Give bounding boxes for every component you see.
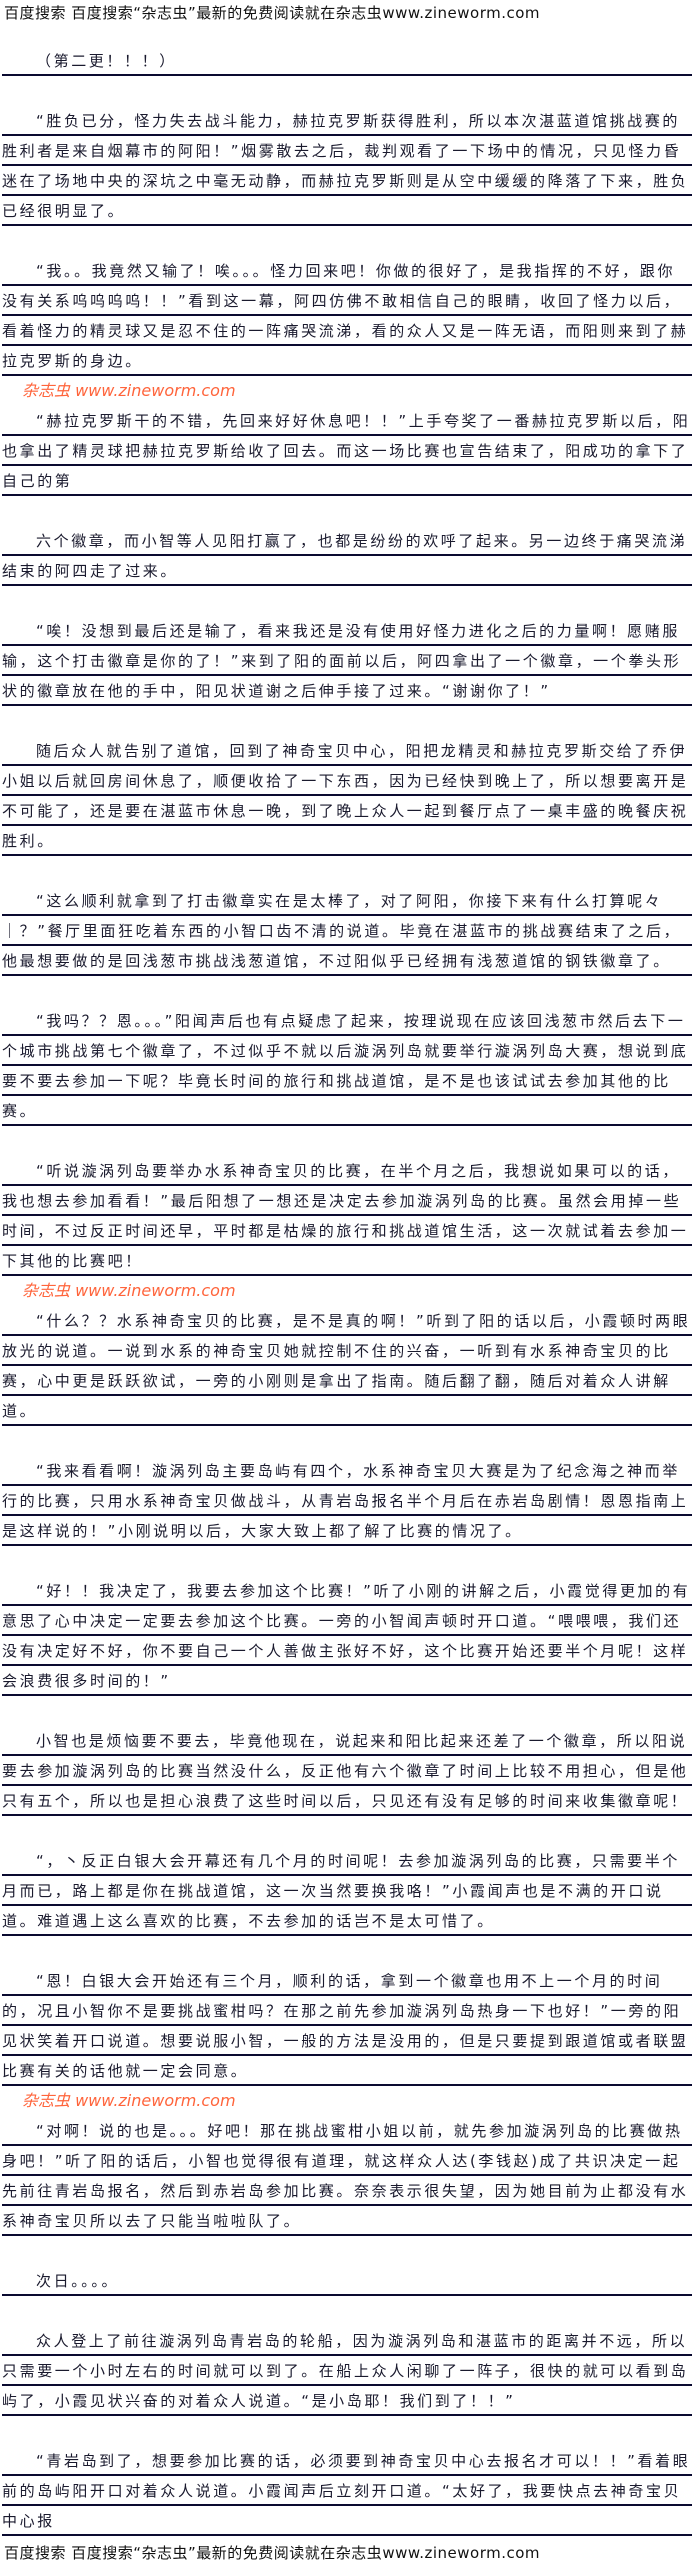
paragraph: 众人登上了前往漩涡列岛青岩岛的轮船，因为漩涡列岛和湛蓝市的距离并不远，所以只需要… <box>2 2326 692 2416</box>
watermark: 杂志虫 www.zineworm.com <box>22 2091 236 2110</box>
chapter-note: （第二更！！！） <box>2 46 692 76</box>
paragraph: “好！！我决定了，我要去参加这个比赛！”听了小刚的讲解之后，小霞觉得更加的有意思… <box>2 1576 692 1696</box>
paragraph: “青岩岛到了，想要参加比赛的话，必须要到神奇宝贝中心去报名才可以！！”看着眼前的… <box>2 2446 692 2536</box>
paragraph: “胜负已分，怪力失去战斗能力，赫拉克罗斯获得胜利，所以本次湛蓝道馆挑战赛的胜利者… <box>2 106 692 226</box>
paragraph: “听说漩涡列岛要举办水系神奇宝贝的比赛，在半个月之后，我想说如果可以的话，我也想… <box>2 1156 692 1276</box>
paragraph: “恩！白银大会开始还有三个月，顺利的话，拿到一个徽章也用不上一个月的时间的，况且… <box>2 1966 692 2086</box>
paragraph: 随后众人就告别了道馆，回到了神奇宝贝中心，阳把龙精灵和赫拉克罗斯交给了乔伊小姐以… <box>2 736 692 856</box>
header-banner: 百度搜索 百度搜索“杂志虫”最新的免费阅读就在杂志虫www.zineworm.c… <box>4 4 541 22</box>
watermark: 杂志虫 www.zineworm.com <box>22 381 236 400</box>
paragraph: “唉！没想到最后还是输了，看来我还是没有使用好怪力进化之后的力量啊！愿赌服输，这… <box>2 616 692 706</box>
paragraph: “我吗？？恩。。。”阳闻声后也有点疑虑了起来，按理说现在应该回浅葱市然后去下一个… <box>2 1006 692 1126</box>
paragraph: “对啊！说的也是。。。好吧！那在挑战蜜柑小姐以前，就先参加漩涡列岛的比赛做热身吧… <box>2 2116 692 2236</box>
paragraph: “什么？？水系神奇宝贝的比赛，是不是真的啊！”听到了阳的话以后，小霞顿时两眼放光… <box>2 1306 692 1426</box>
paragraph: “赫拉克罗斯干的不错，先回来好好休息吧！！”上手夸奖了一番赫拉克罗斯以后，阳也拿… <box>2 406 692 496</box>
paragraph: 六个徽章，而小智等人见阳打赢了，也都是纷纷的欢呼了起来。另一边终于痛哭流涕结束的… <box>2 526 692 586</box>
watermark: 杂志虫 www.zineworm.com <box>22 1281 236 1300</box>
paragraph: 次日。。。。 <box>2 2266 692 2296</box>
paragraph: “这么顺利就拿到了打击徽章实在是太棒了，对了阿阳，你接下来有什么打算呢々｜？”餐… <box>2 886 692 976</box>
paragraph: 小智也是烦恼要不要去，毕竟他现在，说起来和阳比起来还差了一个徽章，所以阳说要去参… <box>2 1726 692 1816</box>
article-body: （第二更！！！） “胜负已分，怪力失去战斗能力，赫拉克罗斯获得胜利，所以本次湛蓝… <box>2 46 692 2536</box>
paragraph: “我来看看啊！漩涡列岛主要岛屿有四个，水系神奇宝贝大赛是为了纪念海之神而举行的比… <box>2 1456 692 1546</box>
paragraph: “我。。我竟然又输了！唉。。。怪力回来吧！你做的很好了，是我指挥的不好，跟你没有… <box>2 256 692 376</box>
footer-banner: 百度搜索 百度搜索“杂志虫”最新的免费阅读就在杂志虫www.zineworm.c… <box>4 2544 541 2562</box>
paragraph: “，丶反正白银大会开幕还有几个月的时间呢！去参加漩涡列岛的比赛，只需要半个月而已… <box>2 1846 692 1936</box>
